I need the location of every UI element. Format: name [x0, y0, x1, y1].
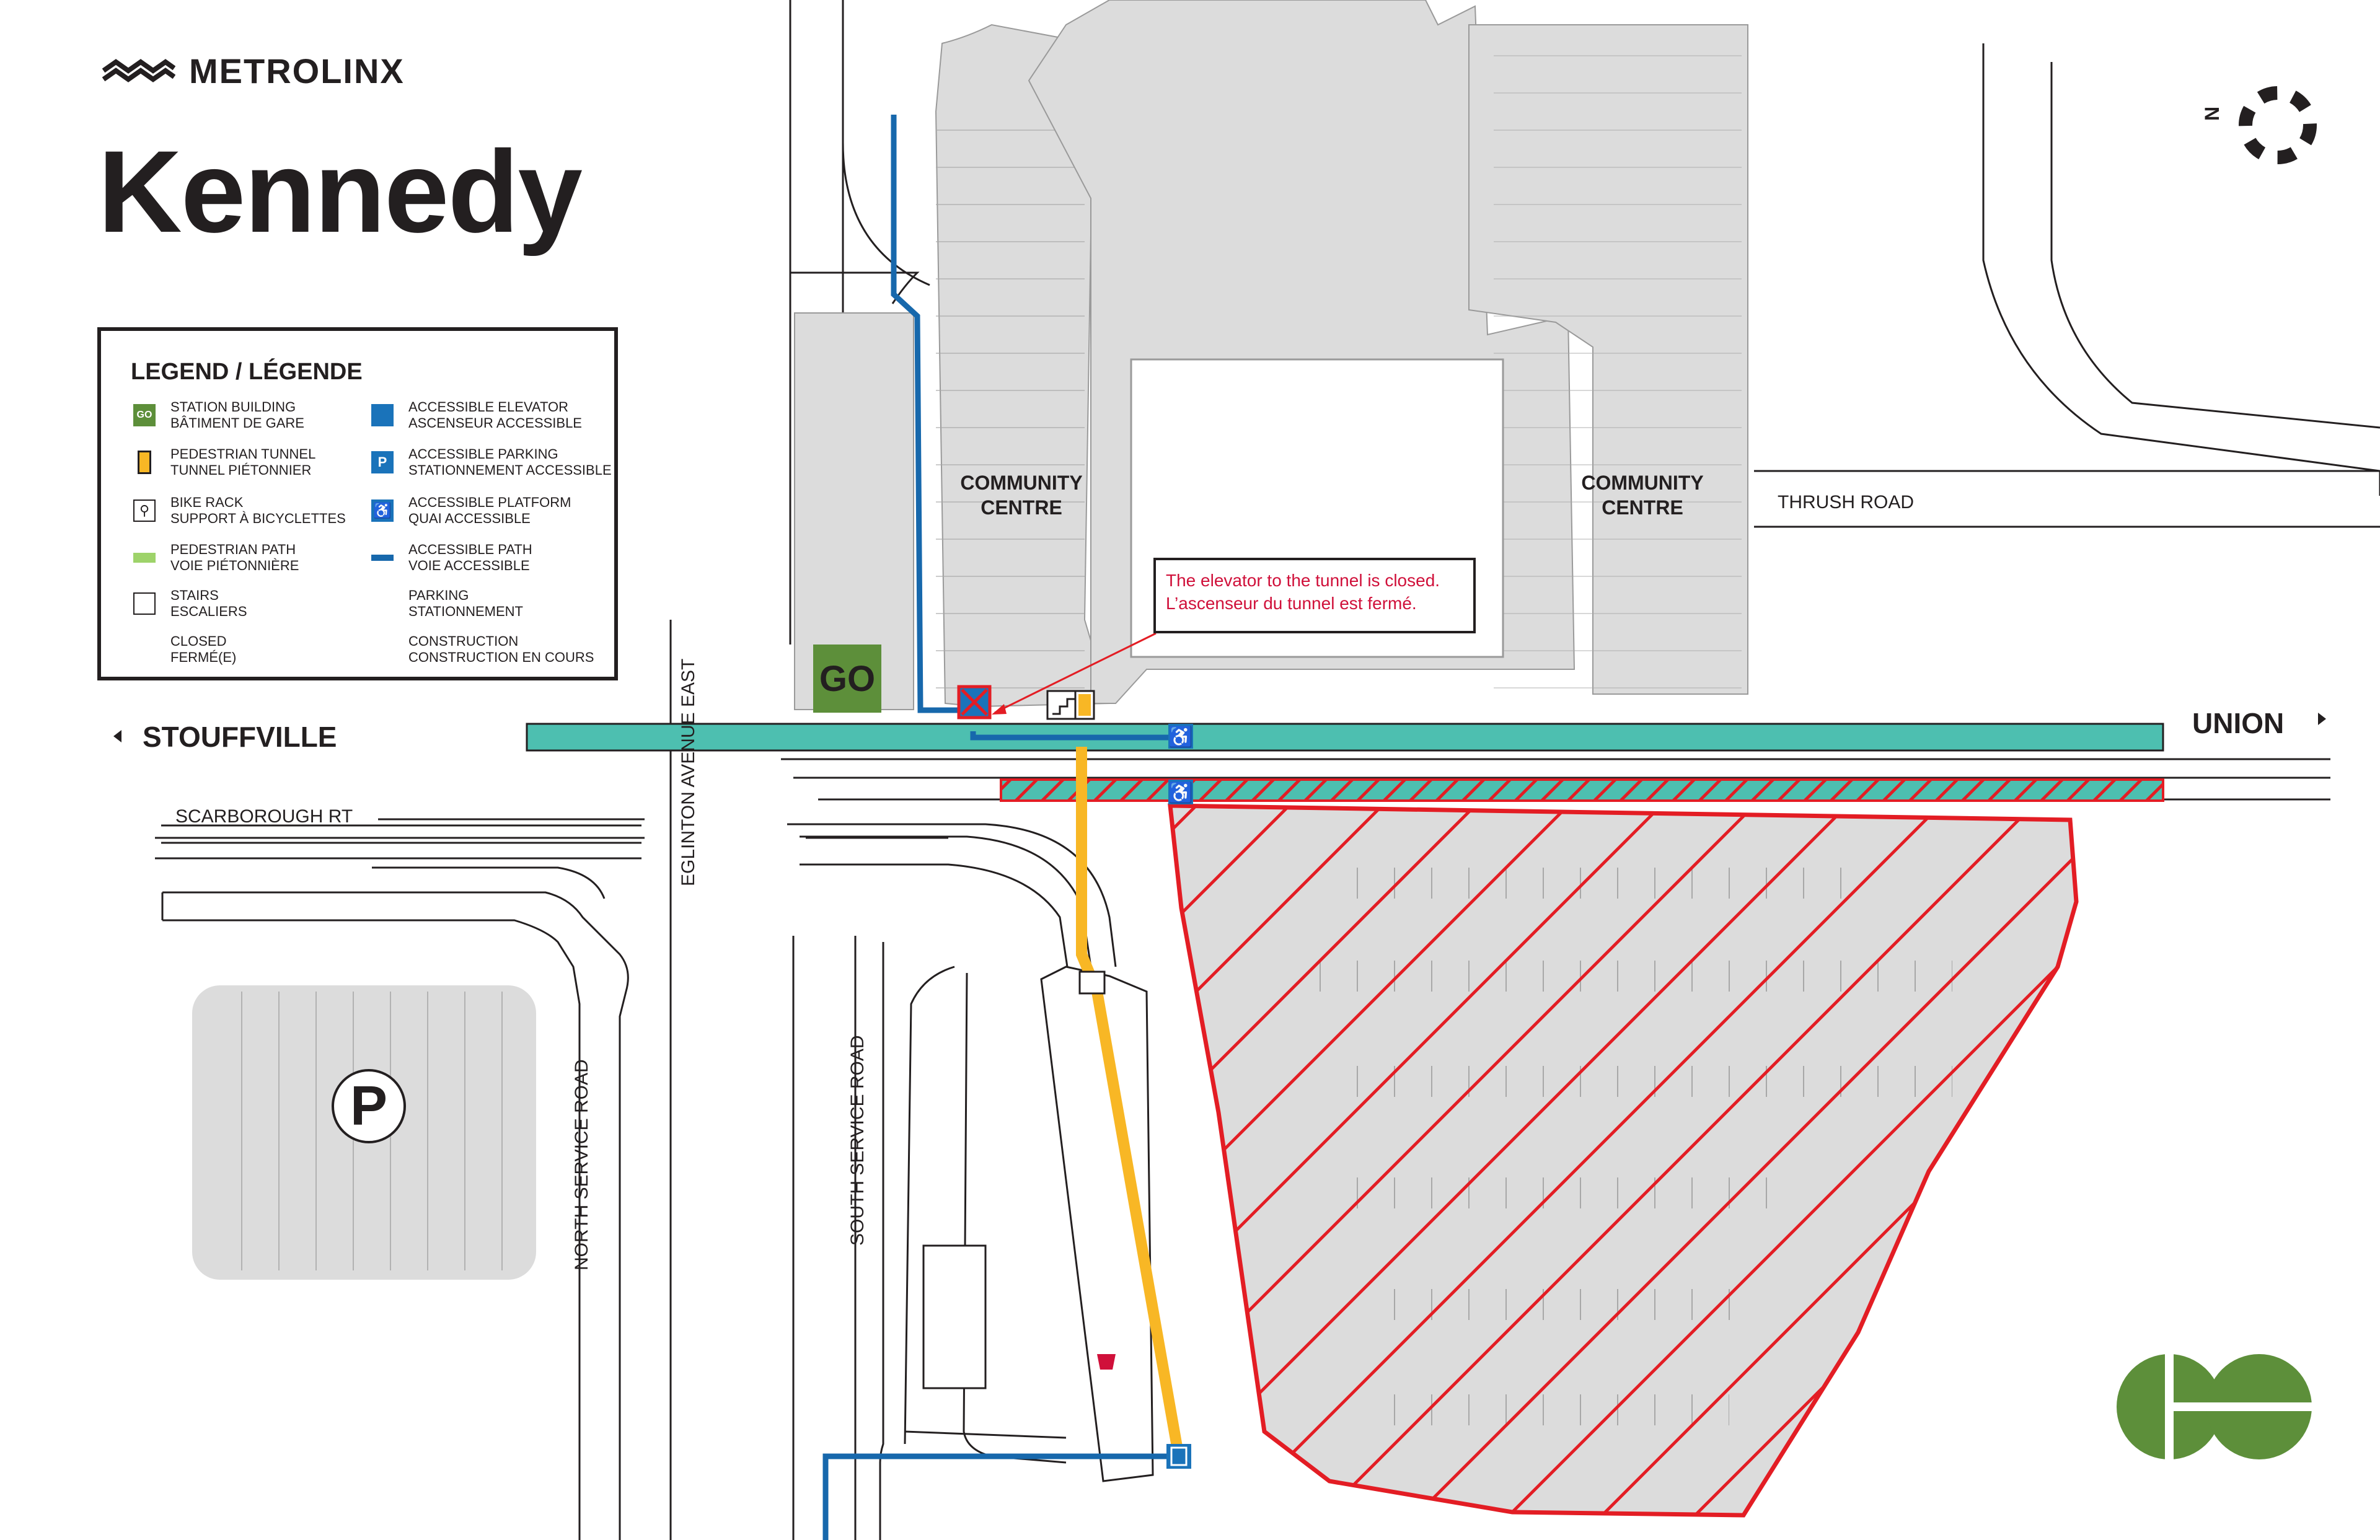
closed-swatch	[131, 636, 158, 663]
label-community-centre-a-2: CENTRE	[981, 496, 1062, 519]
pedestrian-path-swatch	[131, 544, 158, 571]
label-community-centre-a-1: COMMUNITY	[960, 472, 1082, 494]
ttc-logo-icon	[1097, 1354, 1116, 1370]
legend-item: ACCESSIBLE PATH VOIE ACCESSIBLE	[369, 542, 532, 574]
parking-icon	[332, 1069, 406, 1143]
legend-item: PARKING STATIONNEMENT	[369, 587, 523, 620]
parking-lot-west	[794, 312, 914, 710]
label-scarborough-rt: SCARBOROUGH RT	[175, 806, 353, 827]
elevator-closed-notice: The elevator to the tunnel is closed. L’…	[1153, 558, 1476, 633]
arrow-right-icon	[2318, 713, 2326, 725]
go-platform-north	[526, 723, 2164, 752]
parking-label: P	[350, 1075, 387, 1137]
accessible-elevator-icon	[1166, 1444, 1191, 1469]
svg-text:♿: ♿	[1168, 726, 1193, 748]
accessible-path	[822, 115, 1178, 1540]
legend-title: LEGEND / LÉGENDE	[131, 359, 363, 385]
go-transit-logo	[2117, 1351, 2312, 1463]
stairs-icon	[1078, 970, 1106, 995]
station-building-icon: GO	[813, 645, 881, 713]
label-south-service-road: SOUTH SERVICE ROAD	[847, 1035, 868, 1246]
label-eglinton: EGLINTON AVENUE EAST	[678, 659, 699, 886]
construction-boundary	[1168, 803, 2079, 1518]
construction-swatch	[369, 636, 396, 663]
legend-item: CONSTRUCTION CONSTRUCTION EN COURS	[369, 633, 594, 666]
accessible-parking-icon: P	[369, 449, 396, 476]
go-platform-south-closed	[1000, 778, 2164, 802]
legend-item: STAIRS ESCALIERS	[131, 587, 247, 620]
direction-stouffville: STOUFFVILLE	[143, 721, 337, 753]
legend-item: ♿ ACCESSIBLE PLATFORM QUAI ACCESSIBLE	[369, 495, 571, 527]
pedestrian-tunnel-icon	[1074, 690, 1095, 720]
legend-item: CLOSED FERMÉ(E)	[131, 633, 236, 666]
svg-text:N: N	[2201, 107, 2223, 121]
accessible-platform-icon: ♿	[1168, 780, 1193, 804]
closed-elevator-icon	[957, 685, 992, 719]
brand-name: METROLINX	[189, 51, 405, 90]
legend-item: PEDESTRIAN TUNNEL TUNNEL PIÉTONNIER	[131, 446, 315, 478]
stairs-icon	[131, 590, 158, 617]
legend-item: P ACCESSIBLE PARKING STATIONNEMENT ACCES…	[369, 446, 612, 478]
parking-swatch	[369, 590, 396, 617]
compass-icon: N	[2201, 86, 2317, 164]
accessible-elevator-icon	[369, 402, 396, 429]
metrolinx-logo-icon	[102, 59, 175, 82]
accessible-platform-icon: ♿	[1168, 724, 1193, 749]
arrow-left-icon	[113, 730, 121, 742]
notice-pointer	[994, 632, 1157, 714]
svg-text:GO: GO	[819, 659, 875, 699]
metrolinx-brand: METROLINX	[102, 51, 405, 90]
legend-item: ⚲ BIKE RACK SUPPORT À BICYCLETTES	[131, 495, 346, 527]
station-title: Kennedy	[98, 126, 583, 257]
station-building-icon: GO	[131, 402, 158, 429]
accessible-platform-icon: ♿	[369, 497, 396, 524]
pedestrian-tunnel-icon	[131, 449, 158, 476]
direction-union: UNION	[2192, 707, 2284, 739]
accessible-path-swatch	[369, 544, 396, 571]
svg-text:♿: ♿	[1168, 781, 1193, 804]
legend: LEGEND / LÉGENDE GO STATION BUILDING BÂT…	[97, 327, 618, 680]
label-community-centre-b-2: CENTRE	[1602, 496, 1683, 519]
label-thrush-road: THRUSH ROAD	[1778, 492, 1914, 513]
legend-item: GO STATION BUILDING BÂTIMENT DE GARE	[131, 399, 304, 431]
legend-item: ACCESSIBLE ELEVATOR ASCENSEUR ACCESSIBLE	[369, 399, 582, 431]
legend-item: PEDESTRIAN PATH VOIE PIÉTONNIÈRE	[131, 542, 299, 574]
bike-rack-icon: ⚲	[131, 497, 158, 524]
label-north-service-road: NORTH SERVICE ROAD	[571, 1059, 592, 1270]
label-community-centre-b-1: COMMUNITY	[1581, 472, 1703, 494]
